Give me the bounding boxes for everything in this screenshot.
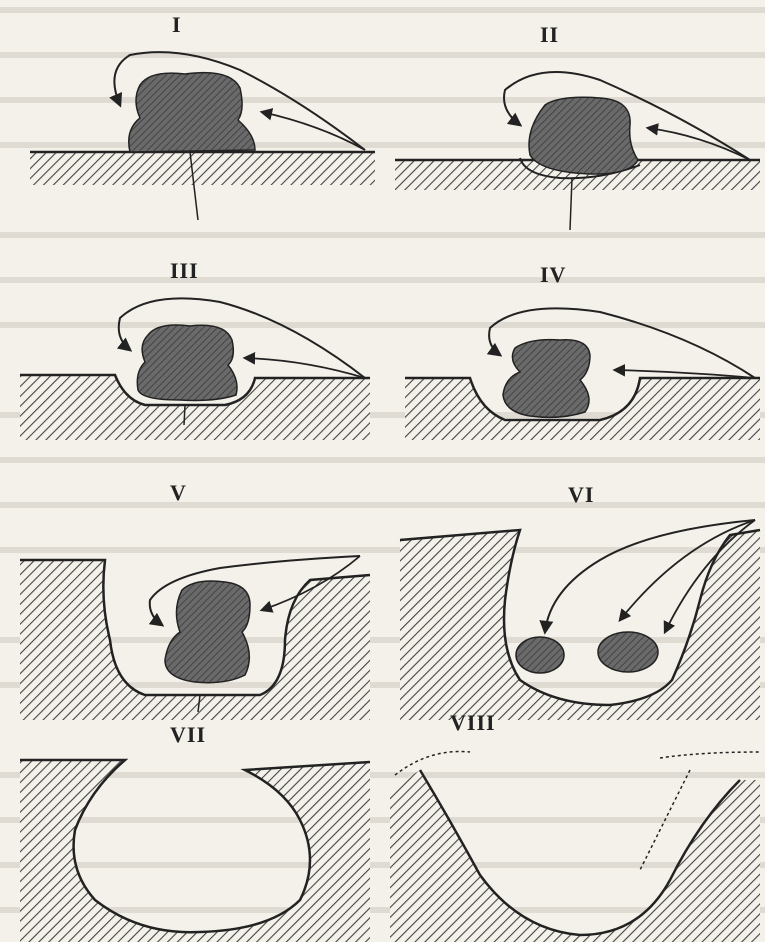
panel-label-8: VIII	[450, 710, 496, 736]
stone-shape	[165, 581, 250, 683]
panel-label-2: II	[540, 22, 559, 48]
panel-1-diagram	[30, 52, 375, 220]
panel-4-diagram	[405, 308, 760, 440]
stone-shape	[503, 340, 590, 418]
panel-3-diagram	[20, 298, 370, 440]
panel-8-diagram	[390, 751, 760, 942]
panel-2-diagram	[395, 72, 760, 230]
stone-shape	[129, 73, 255, 152]
panel-label-1: I	[172, 12, 182, 38]
panel-label-3: III	[170, 258, 199, 284]
background-text-lines	[0, 10, 765, 910]
panel-label-7: VII	[170, 722, 206, 748]
panel-5-diagram	[20, 556, 370, 720]
stone-shape	[516, 637, 564, 673]
stone-shape	[529, 97, 638, 174]
panel-label-4: IV	[540, 262, 566, 288]
panel-label-6: VI	[568, 482, 594, 508]
panel-label-5: V	[170, 480, 187, 506]
stone-shape	[137, 325, 237, 400]
panel-7-diagram	[20, 760, 370, 942]
stone-shape	[598, 632, 658, 672]
